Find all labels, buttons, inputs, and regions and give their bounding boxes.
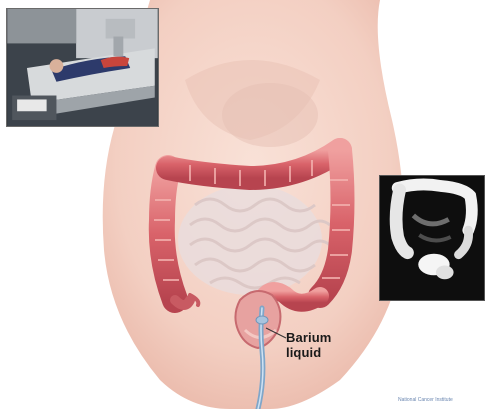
xray-table-photo-icon xyxy=(7,9,158,126)
barium-liquid-label: Barium liquid xyxy=(286,330,331,360)
image-credit: National Cancer Institute xyxy=(398,397,453,403)
label-line-1: Barium xyxy=(286,330,331,345)
stomach-shadow xyxy=(222,83,318,147)
patient-xray-table-photo xyxy=(6,8,159,127)
label-line-2: liquid xyxy=(286,345,331,360)
barium-xray-image xyxy=(379,175,485,301)
barium-enema-xray-icon xyxy=(380,176,484,300)
